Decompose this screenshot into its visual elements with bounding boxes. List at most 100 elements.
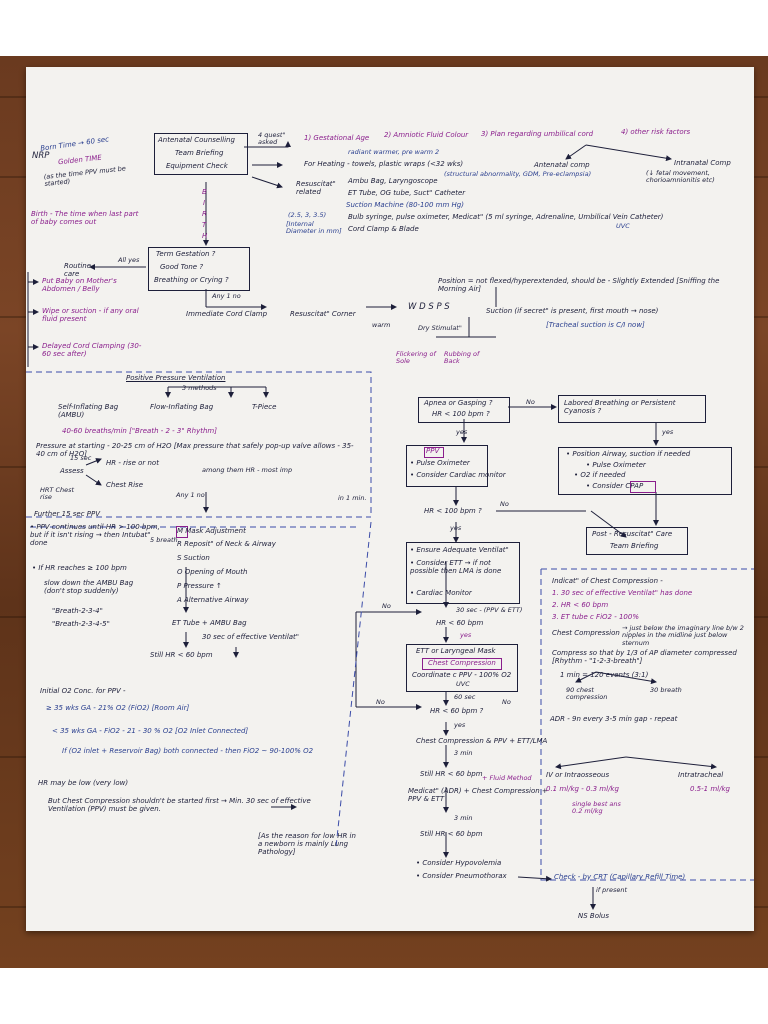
ett-line-3: Coordinate c PPV - 100% O2 [412,671,512,679]
ppv-title: Positive Pressure Ventilation [126,374,226,382]
antenatal-list: (structural abnormality, GDM, Pre-eclamp… [444,170,592,178]
ensure-ventilation-box [406,542,520,604]
adr-it-dose: 0.5-1 ml/kg [690,785,730,793]
check-crt: Check - by CRT (Capillary Refill Time) [554,873,686,881]
ppv-any-no: Any 1 no [176,491,205,499]
nrp-label: NRP [32,151,50,161]
radiant-warmer-note: radiant warmer, pre warm 2 [348,148,440,156]
hr-lt60: HR < 60 bpm [436,619,484,627]
bulb-syringe-note: Bulb syringe, pulse oximeter, Medicat" (… [348,213,664,221]
mr-sopa-m-box [176,526,188,538]
start-box-line-1: Antenatal Counselling [158,136,235,144]
ppv-box-line-1: PPV [426,447,440,455]
wdsps-mnemonic: W D S P S [408,302,450,312]
o2-reservoir: If (O2 inlet + Reservoir Bag) both conne… [62,747,314,755]
mr-sopa-r: R Reposit" of Neck & Airway [177,540,276,548]
initial-o2: Initial O2 Conc. for PPV - [40,687,126,695]
cc-indication-2: 2. HR < 60 bpm [552,601,609,609]
assess-label: Assess [60,467,84,475]
among-them: among them HR - most imp [202,466,293,474]
hr-lt100-no: No [500,500,509,508]
ensure-line-1: • Ensure Adequate Ventilat" [410,546,509,554]
breath-rhythm-2: "Breath-2-3-4-5" [52,620,110,628]
any-no-label: Any 1 no [212,292,241,300]
position-line-2: • Pulse Oximeter [586,461,646,469]
ett-line-4: UVC [456,680,470,688]
ensure-line-2: • Consider ETT → if not possible then LM… [410,559,502,576]
three-min-1: 3 min [454,749,473,757]
ppv-pressure: Pressure at starting - 20-25 cm of H2O [… [36,442,354,459]
ensure-line-3: • Cardiac Monitor [410,589,472,597]
suction-order-note: Suction (if secret" is present, first mo… [486,307,659,315]
hr-lt60-yes: yes [460,631,472,639]
ppv-highlight [424,447,444,458]
delayed-clamp-note: Delayed Cord Clamping (30-60 sec after) [42,342,142,359]
medication-step: Medicat" (ADR) + Chest Compression + PPV… [408,787,548,804]
cc-thirty: 30 breath [650,686,682,694]
cc-indication-3: 3. ET tube c FiO2 - 100% [552,613,639,621]
three-min-2: 3 min [454,814,473,822]
cpap-highlight [630,481,656,493]
fifteen-sec: 15 sec [70,454,92,462]
five-breath: 5 breath [150,536,178,544]
warm-label: warm [372,321,391,329]
question-3: 3) Plan regarding umbilical cord [481,130,594,138]
ppv-box-line-3: • Consider Cardiac monitor [410,471,506,479]
ett-line-2: Chest Compression [428,659,496,667]
cc-no-label: No [502,698,511,706]
immediate-clamp: Immediate Cord Clamp [186,310,268,318]
position-line-3: • O2 if needed [574,471,626,479]
intranatal-comp: Intranatal Comp [674,159,731,167]
flow-inflating-bag: Flow-Inflating Bag [150,403,214,411]
question-4: 4) other risk factors [621,128,691,136]
start-box-line-3: Equipment Check [166,162,228,170]
mr-sopa-a: A Alternative Airway [177,596,249,604]
cc-label: Chest Compression [552,629,620,637]
adr-intratracheal: Intratracheal [678,771,724,779]
apnea-box [418,397,510,423]
apnea-no: No [526,398,535,406]
labored-yes: yes [662,428,674,436]
hr-reaches-note: • If HR reaches ≥ 100 bpm [32,564,127,572]
dry-stimulate: Dry Stimulat" [418,324,462,332]
hrt-chest-rise: HRT Chest rise [40,486,75,502]
resus-corner: Resuscitat" Corner [290,310,356,318]
put-baby-note: Put Baby on Mother's Abdomen / Belly [42,277,117,294]
further-ppv: Further 15 sec PPV [34,510,101,518]
cc-one-min: 1 min = 120 events (3:1) [560,671,649,679]
hr-lt60-q-yes: yes [454,721,466,729]
birth-letter-b: B [202,188,207,196]
quest-asked: 4 quest" asked [258,131,286,147]
thirty-sec-ventilation: 30 sec of effective Ventilat" [202,633,300,641]
cc-indication-title: Indicat" of Chest Compression - [552,577,663,585]
position-line-1: • Position Airway, suction if needed [566,450,691,458]
breath-rhythm-1: "Breath-2-3-4" [52,607,103,615]
cc-ppv-ett: Chest Compression & PPV + ETT/LMA [416,737,548,745]
routine-care: Routine care [64,262,92,279]
question-1: 1) Gestational Age [304,134,370,142]
assessment-box [148,247,250,291]
still-hr-2: Still HR < 60 bpm [420,830,483,838]
internal-diameter: [Internal Diameter in mm] [286,220,342,236]
still-hr: Still HR < 60 bpm [150,651,213,659]
handwritten-flowchart-sheet: NRP Born Time → 60 sec Golden TIME (as t… [26,67,754,931]
consider-hypovolemia: • Consider Hypovolemia [416,859,502,867]
adr-iv-dose: 0.1 ml/kg - 0.3 ml/kg [546,785,619,793]
t-piece: T-Piece [252,403,277,411]
chest-compression-highlight [422,658,502,670]
adr-single-dose: single best ans 0.2 ml/kg [572,800,621,816]
uvc-note: UVC [616,222,630,230]
ett-note: ET Tube, OG tube, Suct" Catheter [348,189,466,197]
mr-sopa-o: O Opening of Mouth [177,568,248,576]
thirty-sec-ppv-ett: 30 sec - (PPV & ETT) [456,606,523,614]
apnea-yes: yes [456,428,468,436]
hr-lt100: HR < 100 bpm ? [424,507,482,515]
assess-line-1: Term Gestation ? [156,250,216,258]
birth-letter-i: I [203,199,206,207]
hr-lt100-yes: yes [450,524,462,532]
cc-compress: Compress so that by 1/3 of AP diameter c… [552,649,737,666]
mr-sopa-p: P Pressure ↑ [177,582,222,590]
ppv-box [406,445,488,487]
flickering-sole: Flickering of Sole [396,350,436,366]
tube-sizes: (2.5, 3, 3.5) [288,211,327,219]
